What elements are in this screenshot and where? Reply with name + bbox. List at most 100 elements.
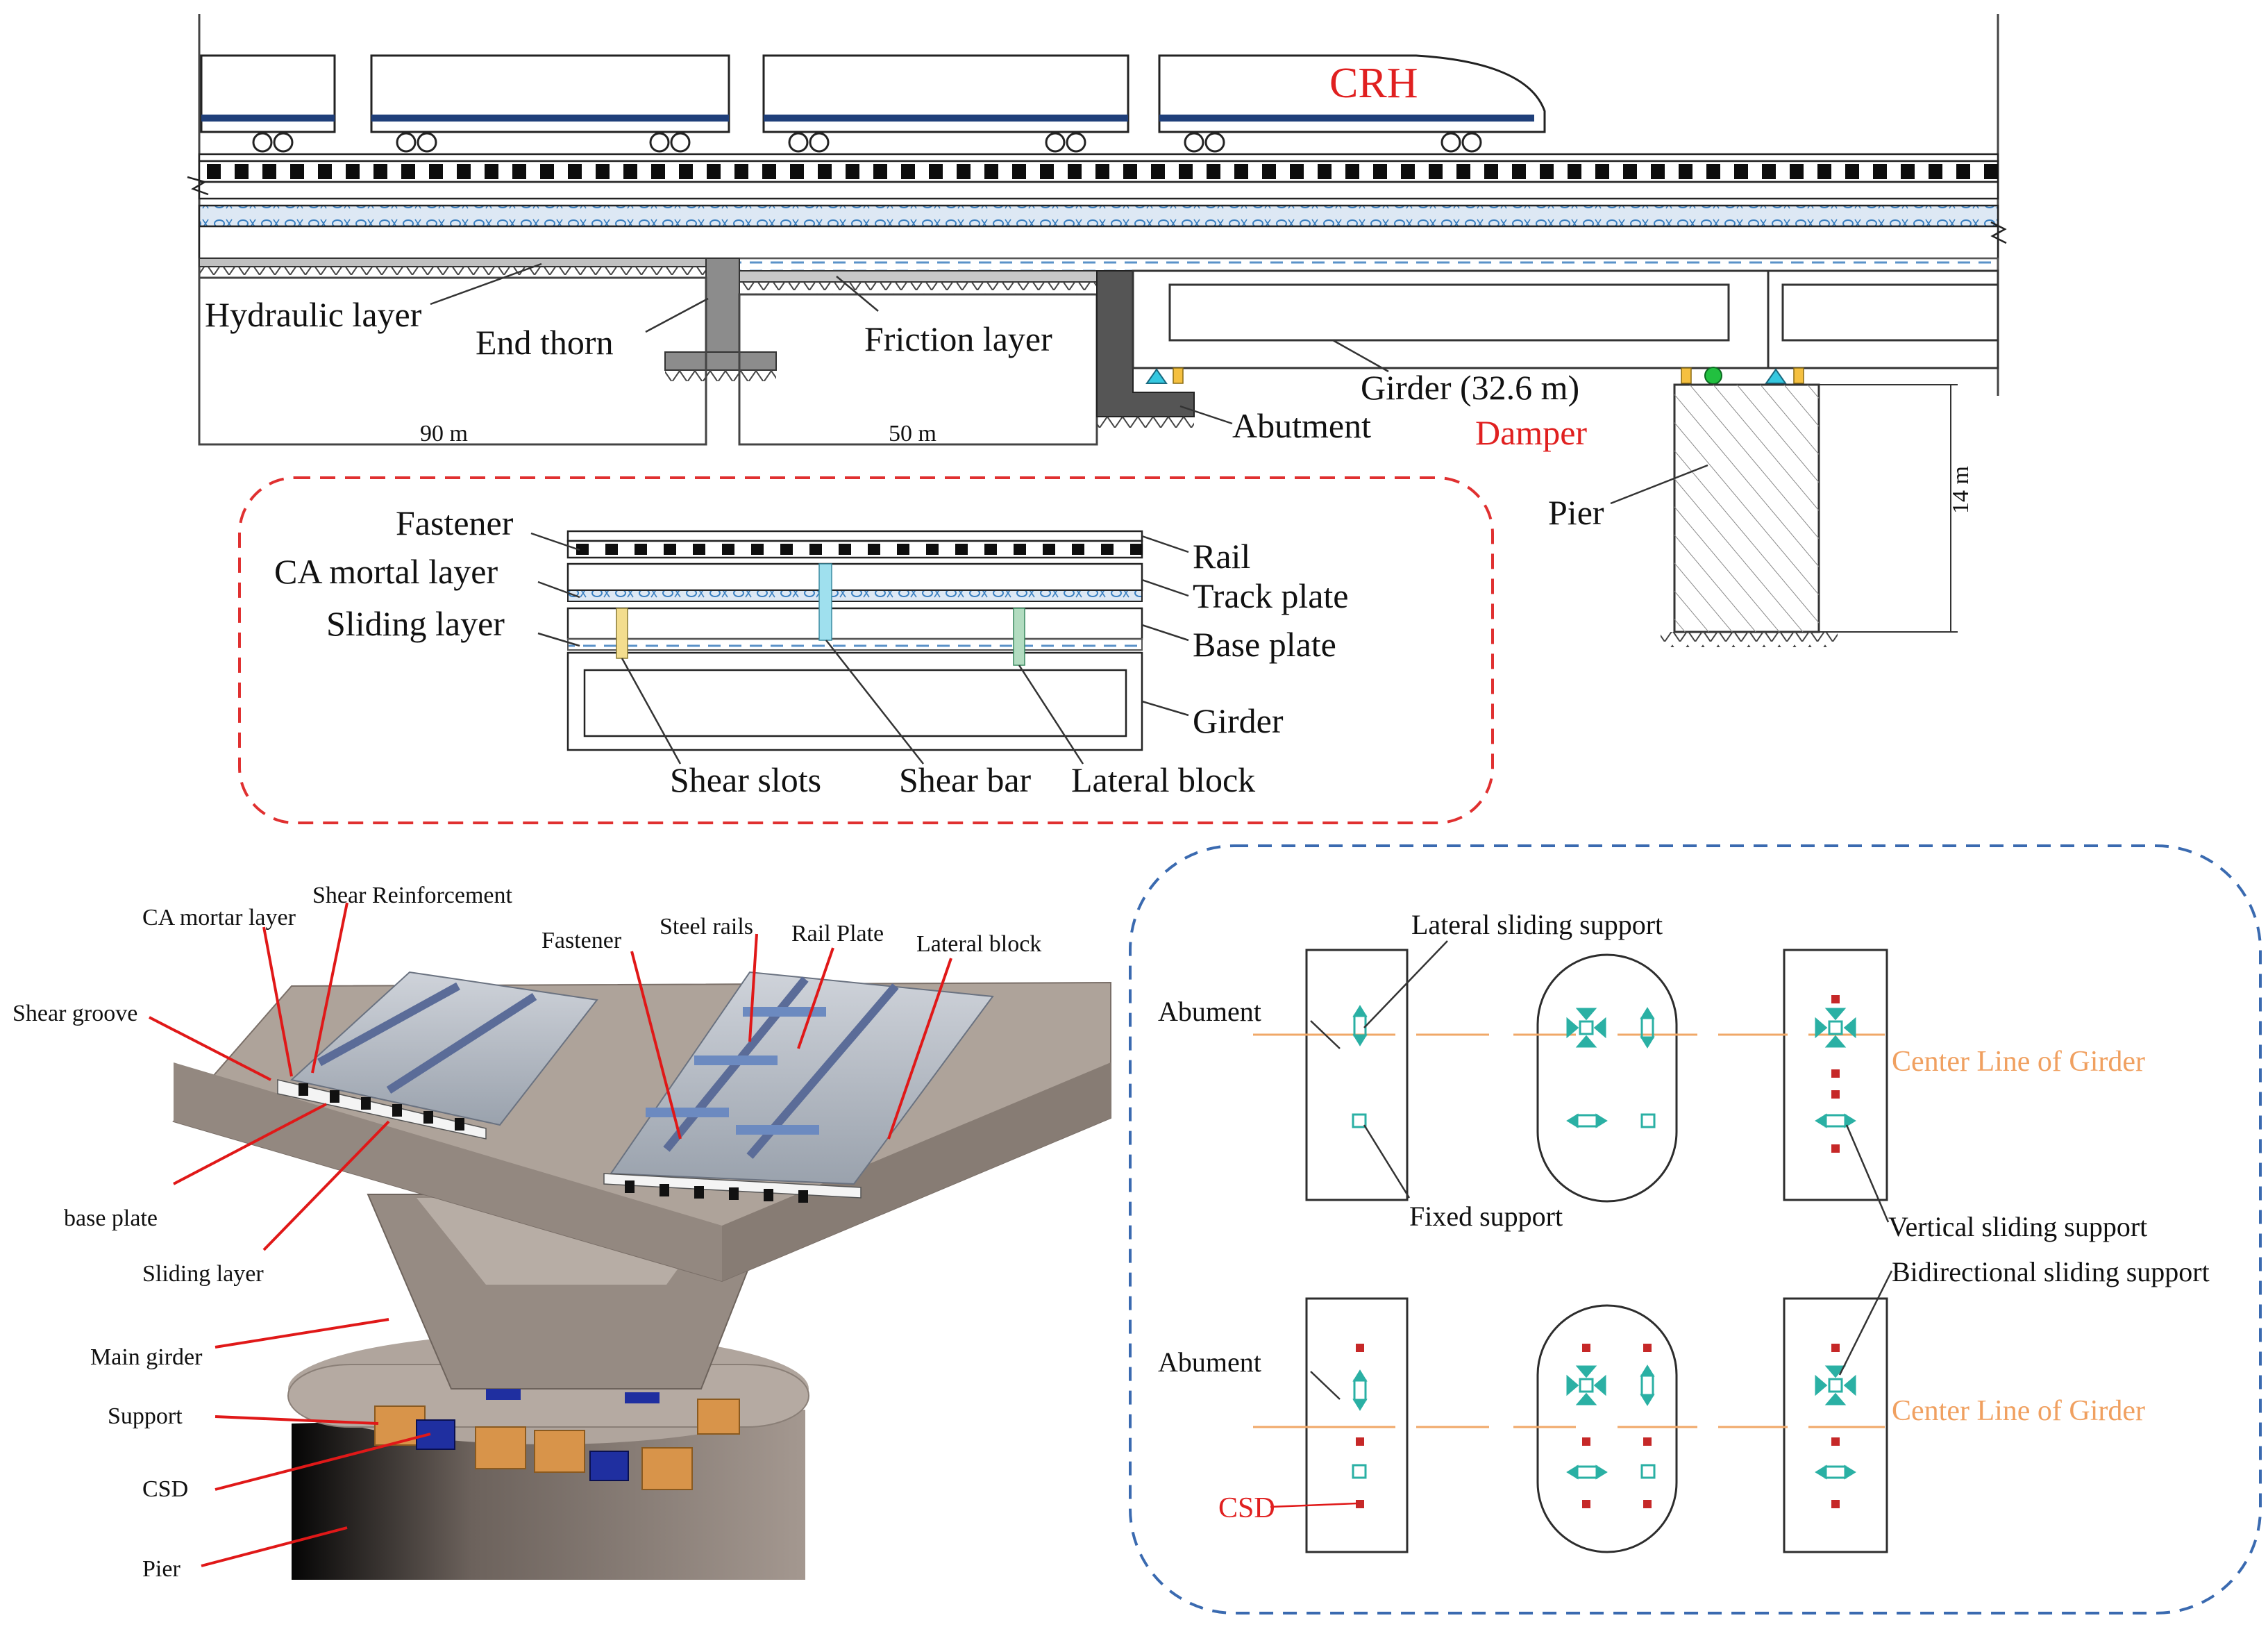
fastener-tick: [1123, 164, 1137, 179]
detail-shear-bar-label: Shear bar: [899, 760, 1032, 799]
fastener-tick: [846, 164, 859, 179]
fastener-tick: [235, 164, 249, 179]
shear-reinforcement-label: Shear Reinforcement: [312, 883, 512, 908]
fastener-tick: [1817, 164, 1831, 179]
3d-csd-label: CSD: [142, 1476, 188, 1502]
fastener-tick: [568, 164, 582, 179]
fastener-tick: [809, 544, 822, 555]
damper-label: Damper: [1475, 413, 1587, 452]
fastener-tick: [868, 544, 880, 555]
fastener-tick: [1262, 164, 1276, 179]
detail-fastener-label: Fastener: [396, 503, 514, 542]
shear-groove-label: Shear groove: [12, 1001, 137, 1026]
dim-90m: 90 m: [420, 421, 468, 447]
hydraulic-layer-label: Hydraulic layer: [205, 295, 422, 334]
support-layout-plan: Lateral sliding support Abument Center L…: [1129, 844, 2262, 1615]
fastener-tick: [1790, 164, 1804, 179]
fastener-tick: [1456, 164, 1470, 179]
fastener-ticks: [207, 164, 1998, 179]
fastener-tick: [1595, 164, 1609, 179]
3d-pier-label: Pier: [142, 1556, 180, 1582]
fastener-tick: [457, 164, 471, 179]
fastener-tick: [1901, 164, 1915, 179]
fastener-tick: [693, 544, 705, 555]
fastener-tick: [1679, 164, 1692, 179]
detail-base-plate-label: Base plate: [1193, 625, 1336, 664]
girder-length-label: Girder (32.6 m): [1361, 368, 1579, 407]
fastener-tick: [596, 164, 610, 179]
vertical-sliding-support-label: Vertical sliding support: [1888, 1211, 2147, 1242]
fastener-tick: [1014, 544, 1026, 555]
fastener-tick: [1706, 164, 1720, 179]
fastener-tick: [1956, 164, 1970, 179]
3d-sliding-layer-label: Sliding layer: [142, 1261, 264, 1287]
csd-markers-top: [1831, 995, 1840, 1153]
fastener-tick: [707, 164, 721, 179]
pier-label: Pier: [1548, 493, 1604, 532]
main-girder-label: Main girder: [90, 1344, 203, 1370]
fastener-tick: [1373, 164, 1387, 179]
csd-markers-bottom: [1356, 1344, 1840, 1508]
fastener-tick: [1234, 164, 1248, 179]
fastener-tick: [605, 544, 618, 555]
fastener-tick: [1345, 164, 1359, 179]
3d-base-plate-label: base plate: [64, 1205, 158, 1231]
fastener-tick: [926, 544, 939, 555]
fastener-tick: [346, 164, 360, 179]
bidirectional-sliding-support-label: Bidirectional sliding support: [1892, 1256, 2210, 1287]
detail-rail-label: Rail: [1193, 537, 1250, 576]
fastener-tick: [623, 164, 637, 179]
fastener-tick: [984, 164, 998, 179]
center-line-bottom-label: Center Line of Girder: [1892, 1395, 2145, 1427]
detail-ca-mortal-layer-label: CA mortal layer: [274, 552, 498, 591]
fastener-tick: [751, 544, 764, 555]
fastener-tick: [512, 164, 526, 179]
fastener-tick: [1068, 164, 1082, 179]
fastener-tick: [1072, 544, 1084, 555]
fastener-tick: [1540, 164, 1554, 179]
detail-shear-slots-label: Shear slots: [670, 760, 821, 799]
fastener-tick: [1401, 164, 1415, 179]
track-section-detail: Fastener CA mortal layer Sliding layer R…: [238, 476, 1494, 824]
fastener-tick: [1179, 164, 1193, 179]
fastener-tick: [818, 164, 832, 179]
fastener-tick: [1651, 164, 1665, 179]
fastener-tick: [1101, 544, 1114, 555]
fastener-tick: [897, 544, 909, 555]
ca-mortar-layer-label: CA mortar layer: [142, 905, 296, 931]
fastener-tick: [1623, 164, 1637, 179]
3d-fastener-label: Fastener: [541, 928, 622, 953]
fastener-tick: [290, 164, 304, 179]
fastener-tick: [929, 164, 943, 179]
fastener-tick: [1040, 164, 1054, 179]
fastener-tick: [901, 164, 915, 179]
fastener-tick: [780, 544, 793, 555]
fastener-tick: [1762, 164, 1776, 179]
supports-bottom-row: [1352, 1365, 1856, 1480]
support-label: Support: [108, 1403, 183, 1429]
fastener-tick: [955, 544, 968, 555]
fastener-tick: [984, 544, 997, 555]
fastener-tick: [318, 164, 332, 179]
fastener-tick: [1095, 164, 1109, 179]
fastener-tick: [1734, 164, 1748, 179]
fastener-tick: [1484, 164, 1498, 179]
fastener-tick: [207, 164, 221, 179]
fastener-tick: [957, 164, 971, 179]
detail-track-plate-label: Track plate: [1193, 576, 1349, 615]
fastener-tick: [1290, 164, 1304, 179]
fastener-tick: [873, 164, 887, 179]
fastener-tick: [373, 164, 387, 179]
rail-plate-label: Rail Plate: [791, 921, 884, 946]
train: CRH: [200, 54, 1546, 153]
fastener-tick: [1012, 164, 1026, 179]
fastener-tick: [1429, 164, 1443, 179]
fastener-tick: [540, 164, 554, 179]
fastener-tick: [576, 544, 589, 555]
steel-rails-label: Steel rails: [660, 914, 753, 940]
fastener-tick: [1207, 164, 1220, 179]
fastener-tick: [790, 164, 804, 179]
fastener-tick: [1043, 544, 1055, 555]
